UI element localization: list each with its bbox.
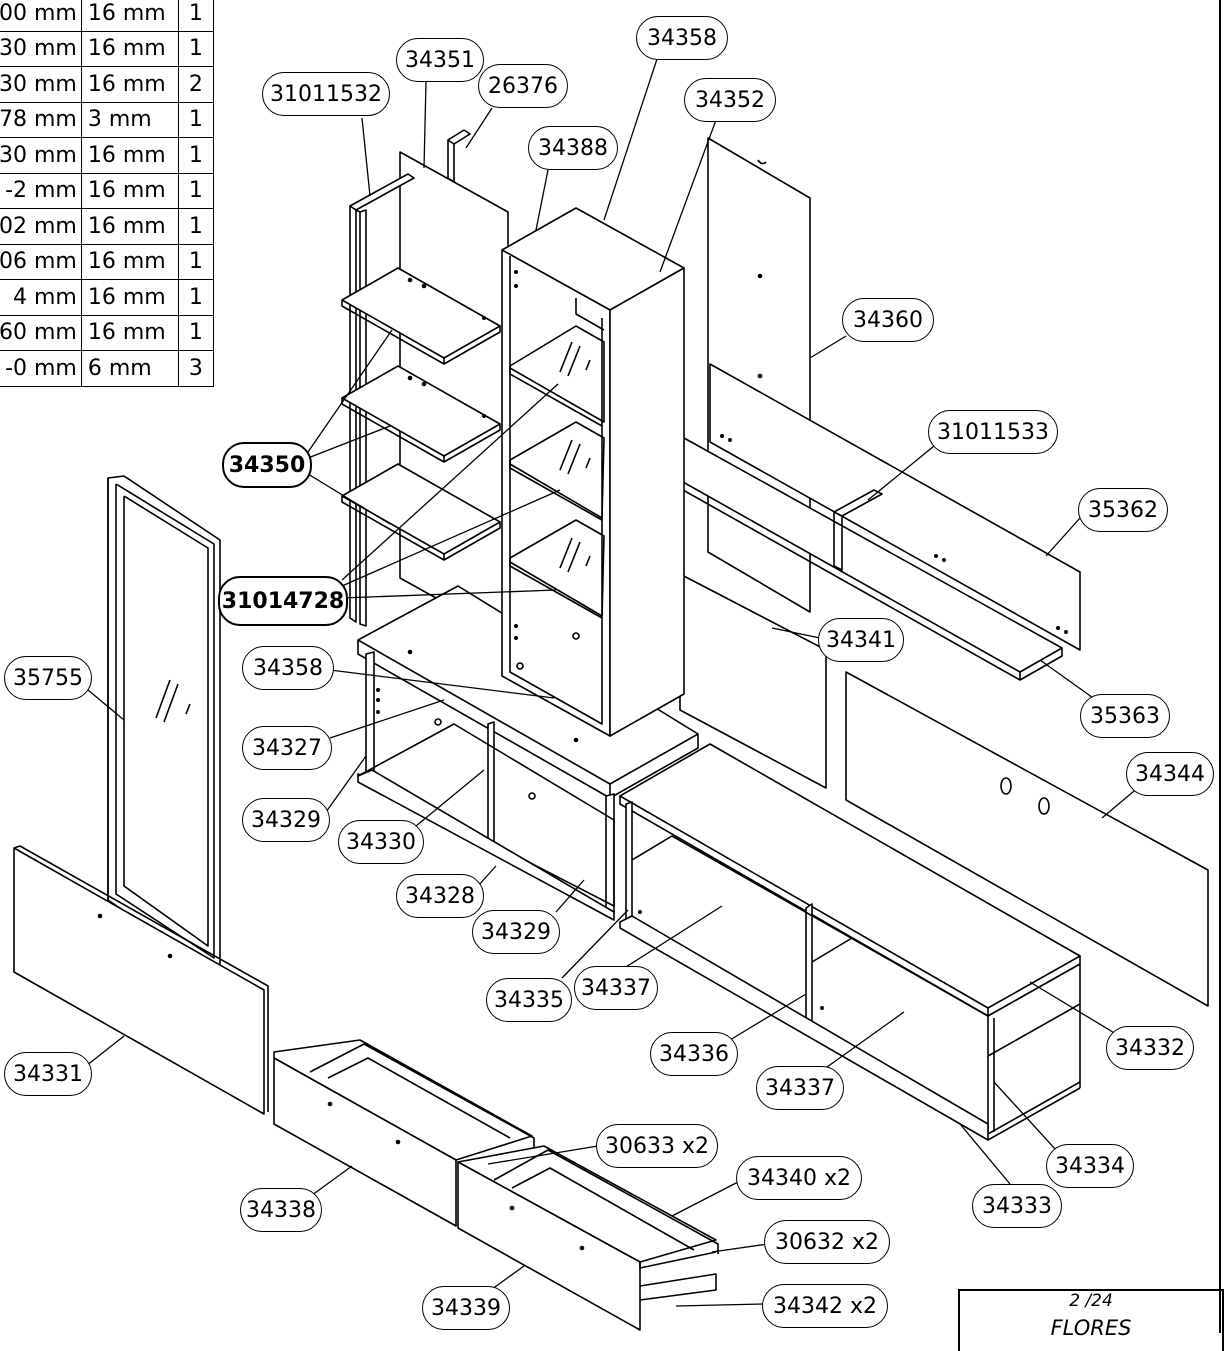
table-cell-thickness: 3 mm	[80, 101, 179, 138]
callout-26376: 26376	[478, 64, 568, 108]
callout-34334: 34334	[1046, 1144, 1134, 1188]
table-cell-qty: 1	[177, 208, 214, 245]
page-number: 2 /24	[1069, 1291, 1113, 1311]
callout-34330: 34330	[338, 820, 424, 864]
table-cell-length: 78 mm	[0, 101, 82, 138]
callout-34342: 34342 x2	[762, 1284, 888, 1328]
table-cell-length: 4 mm	[0, 279, 82, 316]
table-cell-qty: 1	[177, 314, 214, 351]
table-cell-length: 60 mm	[0, 314, 82, 351]
table-cell-qty: 1	[177, 101, 214, 138]
table-cell-length: -0 mm	[0, 350, 82, 387]
table-cell-thickness: 16 mm	[80, 172, 179, 209]
table-cell-thickness: 16 mm	[80, 66, 179, 103]
table-cell-qty: 1	[177, 0, 214, 32]
title-block: 2 /24 FLORES	[958, 1289, 1224, 1351]
tall-glass-cabinet	[501, 207, 685, 737]
callout-34360: 34360	[842, 298, 934, 342]
callout-34337-b: 34337	[756, 1066, 844, 1110]
table-cell-thickness: 16 mm	[80, 0, 179, 32]
callout-34358-mid: 34358	[242, 646, 334, 690]
table-cell-qty: 1	[177, 30, 214, 67]
table-cell-qty: 1	[177, 172, 214, 209]
drawer-34339	[457, 1145, 719, 1331]
table-cell-qty: 3	[177, 350, 214, 387]
table-cell-length: -2 mm	[0, 172, 82, 209]
drawer-34338	[273, 1039, 535, 1227]
table-cell-thickness: 6 mm	[80, 350, 179, 387]
callout-34352: 34352	[684, 78, 776, 122]
callout-34327: 34327	[242, 726, 332, 770]
callout-34341: 34341	[818, 618, 904, 662]
tv-bench	[619, 743, 1081, 1141]
bracket-31011533	[833, 489, 883, 571]
callout-34338: 34338	[240, 1188, 322, 1232]
callout-34339: 34339	[422, 1286, 510, 1330]
page-frame-right	[1219, 0, 1221, 1333]
callout-34332: 34332	[1106, 1026, 1194, 1070]
table-cell-qty: 1	[177, 243, 214, 280]
front-panel-34331	[13, 845, 269, 1115]
callout-34336: 34336	[650, 1032, 738, 1076]
table-cell-length: 30 mm	[0, 137, 82, 174]
table-cell-thickness: 16 mm	[80, 279, 179, 316]
back-panel-34344	[845, 671, 1209, 1007]
leader-lines	[85, 55, 1141, 1307]
callout-30633: 30633 x2	[596, 1124, 718, 1168]
callout-31011532: 31011532	[262, 72, 390, 116]
callout-34350: 34350	[222, 442, 312, 488]
callout-35363: 35363	[1080, 694, 1170, 738]
left-shelf-unit	[341, 151, 509, 639]
callout-34328: 34328	[396, 874, 484, 918]
wall-shelf-back-35362	[709, 363, 1081, 651]
table-cell-thickness: 16 mm	[80, 137, 179, 174]
callout-34340: 34340 x2	[736, 1156, 862, 1200]
callout-34329: 34329	[242, 798, 330, 842]
table-cell-thickness: 16 mm	[80, 243, 179, 280]
callout-34333: 34333	[972, 1184, 1062, 1228]
callout-35362: 35362	[1078, 488, 1168, 532]
table-cell-length: 30 mm	[0, 66, 82, 103]
table-cell-length: 06 mm	[0, 243, 82, 280]
callout-35755: 35755	[4, 656, 92, 700]
table-cell-thickness: 16 mm	[80, 30, 179, 67]
mirror-35755	[107, 475, 221, 967]
table-cell-qty: 1	[177, 137, 214, 174]
table-cell-qty: 1	[177, 279, 214, 316]
callout-34329-b: 34329	[472, 910, 560, 954]
product-name: FLORES	[1050, 1316, 1132, 1340]
callout-34335: 34335	[486, 978, 572, 1022]
callout-30632: 30632 x2	[764, 1220, 890, 1264]
table-cell-qty: 2	[177, 66, 214, 103]
callout-34358: 34358	[636, 16, 728, 60]
table-cell-thickness: 16 mm	[80, 314, 179, 351]
table-cell-length: 00 mm	[0, 0, 82, 32]
callout-34388: 34388	[528, 126, 618, 170]
callout-31014728: 31014728	[218, 576, 348, 626]
callout-34337: 34337	[574, 966, 658, 1010]
callout-34344: 34344	[1126, 752, 1214, 796]
table-cell-thickness: 16 mm	[80, 208, 179, 245]
callout-34351: 34351	[396, 38, 484, 82]
table-cell-length: 02 mm	[0, 208, 82, 245]
callout-34331: 34331	[4, 1052, 92, 1096]
callout-31011533: 31011533	[928, 410, 1058, 454]
bracket-26376	[447, 129, 471, 183]
table-cell-length: 30 mm	[0, 30, 82, 67]
